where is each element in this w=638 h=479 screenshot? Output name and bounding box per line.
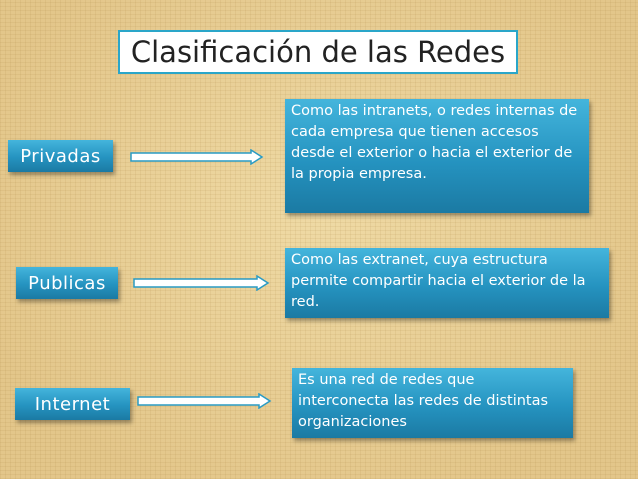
arrow-icon	[137, 393, 272, 409]
arrow-icon	[133, 275, 270, 291]
label-internet: Internet	[15, 388, 130, 420]
description-internet: Es una red de redes que interconecta las…	[292, 368, 573, 438]
slide-title: Clasificación de las Redes	[118, 30, 518, 74]
description-publicas: Como las extranet, cuya estructura permi…	[285, 248, 609, 318]
label-privadas: Privadas	[8, 140, 113, 172]
arrow-icon	[130, 149, 264, 165]
label-publicas: Publicas	[16, 267, 118, 299]
description-privadas: Como las intranets, o redes internas de …	[285, 99, 589, 213]
